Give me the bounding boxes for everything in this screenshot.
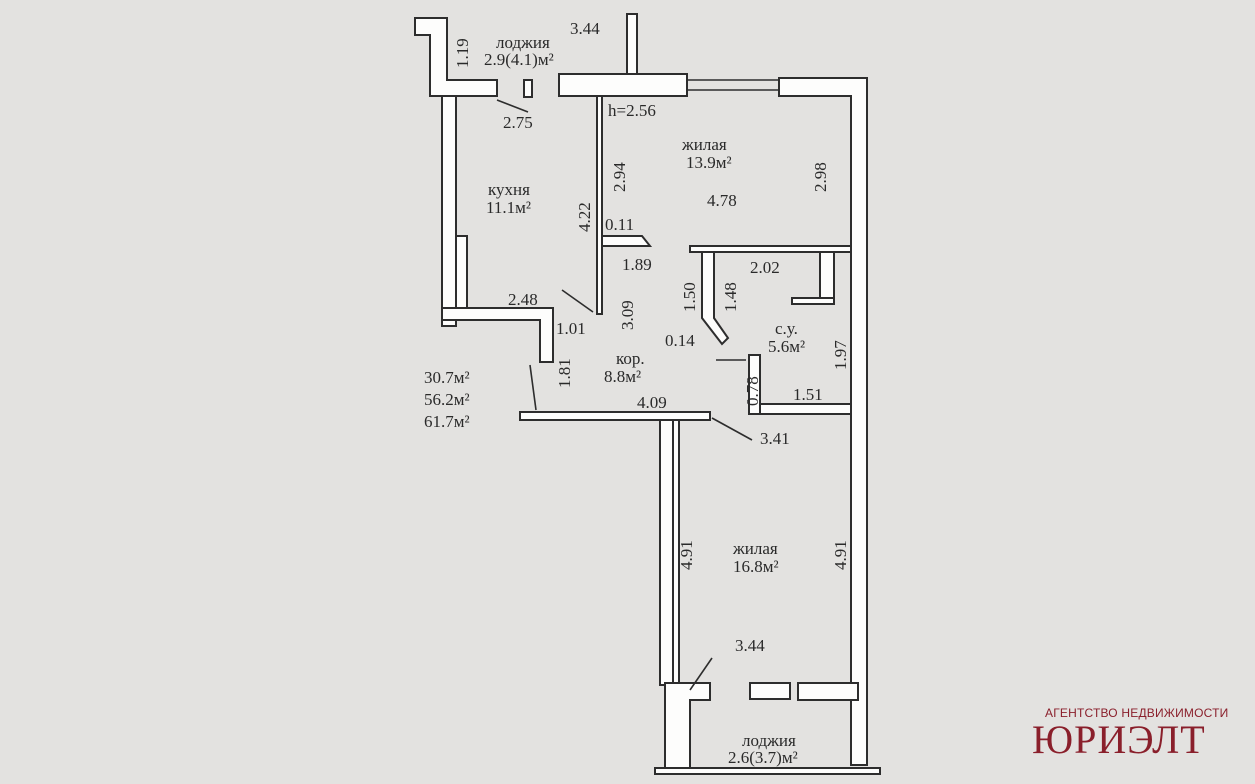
kitchen-partition bbox=[596, 95, 603, 315]
total-area-with-loggias: 61.7м² bbox=[424, 412, 470, 431]
loggia-top-right-wall bbox=[626, 13, 638, 75]
total-area-general: 56.2м² bbox=[424, 390, 470, 409]
dim-living-bottom-width: 3.44 bbox=[735, 636, 765, 655]
bath-left-wall bbox=[701, 251, 730, 346]
loggia-bottom-door bbox=[749, 682, 791, 700]
dim-corridor-width: 4.09 bbox=[637, 393, 667, 412]
living-top-area: 13.9м² bbox=[686, 153, 732, 172]
dim-corridor-left: 1.81 bbox=[555, 358, 574, 388]
dim-0-78: 0.78 bbox=[743, 376, 762, 406]
dim-1-50: 1.50 bbox=[680, 282, 699, 312]
ceiling-height: h=2.56 bbox=[608, 101, 656, 120]
dim-1-01: 1.01 bbox=[556, 319, 586, 338]
dim-1-89: 1.89 bbox=[622, 255, 652, 274]
living-bottom-name: жилая bbox=[733, 539, 778, 558]
dim-wall-0-14: 0.14 bbox=[665, 331, 695, 350]
dim-wall-0-11: 0.11 bbox=[605, 215, 635, 234]
loggia-top-left-wall bbox=[414, 17, 498, 97]
loggia-bottom-name: лоджия bbox=[742, 731, 796, 750]
dim-loggia-width-top: 3.44 bbox=[570, 19, 600, 38]
walls bbox=[414, 13, 881, 775]
dim-kitchen-bottom-width: 2.48 bbox=[508, 290, 538, 309]
loggia-bottom-area: 2.6(3.7)м² bbox=[728, 748, 798, 767]
loggia-top-parapet bbox=[558, 73, 688, 97]
kitchen-vent bbox=[455, 235, 468, 309]
dim-kitchen-height-left: 4.22 bbox=[575, 202, 594, 232]
agency-tagline: АГЕНТСТВО НЕДВИЖИМОСТИ bbox=[1045, 706, 1229, 720]
corridor-bottom-wall bbox=[519, 411, 711, 421]
leader-3-44-bottom bbox=[689, 657, 713, 691]
dim-living-bottom-left: 4.91 bbox=[677, 540, 696, 570]
corridor-area: 8.8м² bbox=[604, 367, 642, 386]
bath-vent-wall bbox=[819, 251, 835, 301]
kitchen-area: 11.1м² bbox=[486, 198, 531, 217]
loggia-bottom-left-wall bbox=[664, 682, 711, 769]
partition-stub-0-11 bbox=[601, 235, 653, 247]
living-bottom-area: 16.8м² bbox=[733, 557, 779, 576]
agency-logo: ЮРИЭЛТ bbox=[1032, 717, 1206, 762]
kitchen-left-wall bbox=[441, 95, 457, 327]
dim-3-41: 3.41 bbox=[760, 429, 790, 448]
total-area-living: 30.7м² bbox=[424, 368, 470, 387]
living-top-bottom-wall bbox=[689, 245, 852, 253]
kitchen-bottom-wall bbox=[441, 307, 554, 363]
leader-3-41 bbox=[711, 417, 753, 441]
dim-bath-bottom: 1.51 bbox=[793, 385, 823, 404]
loggia-top-door-left bbox=[523, 79, 533, 98]
dim-1-48: 1.48 bbox=[721, 282, 740, 312]
dim-living-bottom-right: 4.91 bbox=[831, 540, 850, 570]
bath-vent-ledge bbox=[791, 297, 835, 305]
living-top-name: жилая bbox=[682, 135, 727, 154]
loggia-bottom-right-wall bbox=[797, 682, 859, 701]
dim-corridor-height: 3.09 bbox=[618, 300, 637, 330]
loggia-top-area: 2.9(4.1)м² bbox=[484, 50, 554, 69]
leader-1-81 bbox=[529, 364, 537, 411]
dim-bath-width: 2.02 bbox=[750, 258, 780, 277]
dim-bath-height: 1.97 bbox=[831, 340, 850, 370]
dim-living-top-height: 2.98 bbox=[811, 162, 830, 192]
loggia-bottom-floor-line bbox=[654, 767, 881, 775]
dim-loggia-depth-top: 1.19 bbox=[453, 38, 472, 68]
loggia-top-name: лоджия bbox=[496, 33, 550, 52]
corridor-name: кор. bbox=[616, 349, 645, 368]
kitchen-name: кухня bbox=[488, 180, 530, 199]
bathroom-area: 5.6м² bbox=[768, 337, 806, 356]
living-bottom-left-wall bbox=[659, 419, 674, 686]
leader-2-75 bbox=[496, 99, 529, 113]
bathroom-name: с.у. bbox=[775, 319, 798, 338]
dim-living-top-width: 4.78 bbox=[707, 191, 737, 210]
dim-kitchen-height-right: 2.94 bbox=[610, 162, 629, 192]
dimension-leaders bbox=[496, 79, 779, 691]
dim-kitchen-width: 2.75 bbox=[503, 113, 533, 132]
bath-bottom-wall bbox=[759, 403, 852, 415]
leader-2-48 bbox=[561, 289, 594, 313]
